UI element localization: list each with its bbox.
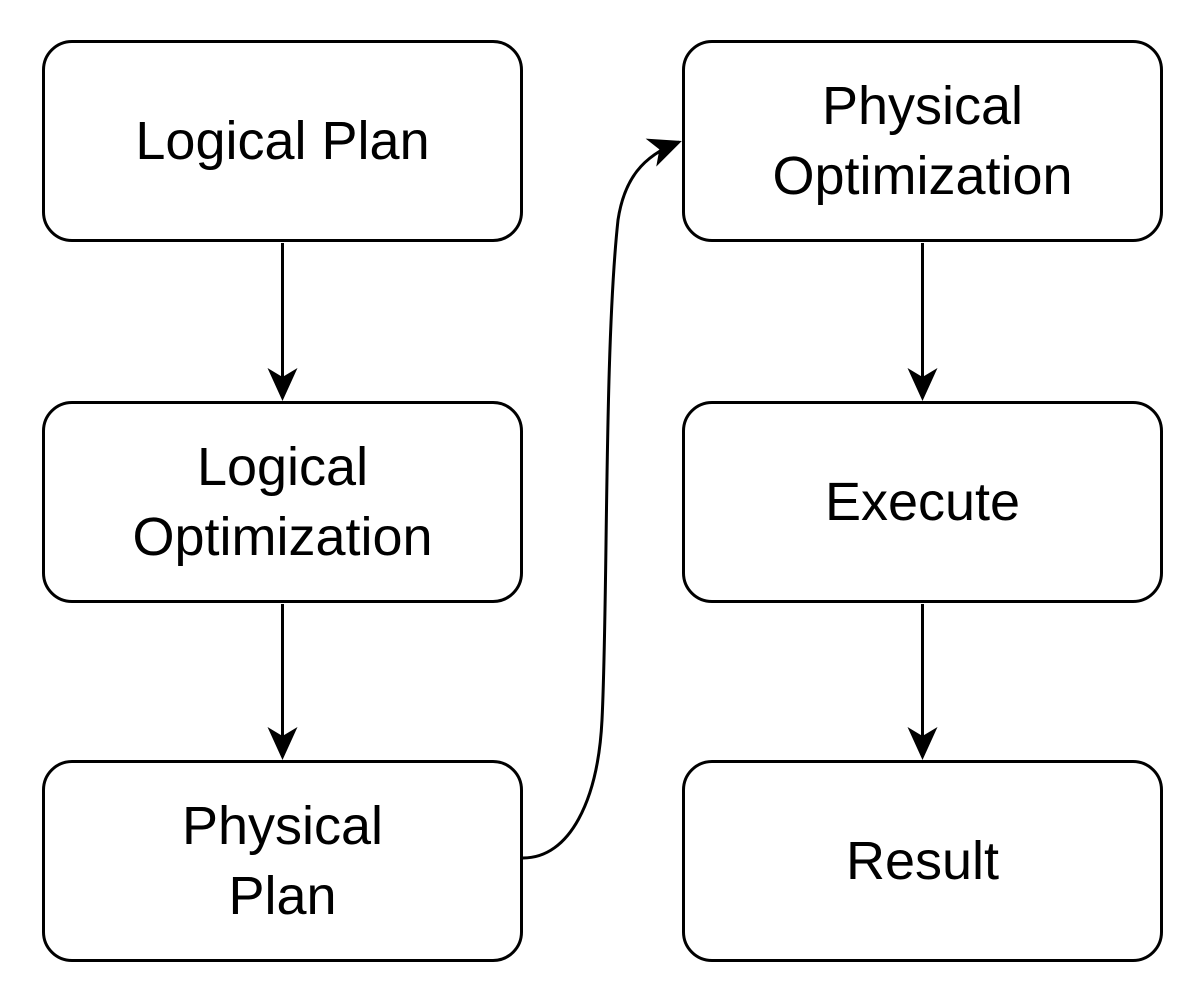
node-result-label: Result xyxy=(845,831,1000,891)
edge-physical-plan-to-physical-optimization xyxy=(522,138,682,860)
node-logical-plan-label: Logical Plan xyxy=(135,111,430,171)
node-logical-optimization: Logical Optimization xyxy=(42,401,523,603)
node-physical-optimization-label: Physical Optimization xyxy=(772,76,1073,206)
node-logical-plan: Logical Plan xyxy=(42,40,523,242)
node-physical-plan: Physical Plan xyxy=(42,760,523,962)
node-result: Result xyxy=(682,760,1163,962)
node-physical-optimization: Physical Optimization xyxy=(682,40,1163,242)
node-execute-label: Execute xyxy=(824,472,1021,532)
node-execute: Execute xyxy=(682,401,1163,603)
node-physical-plan-label: Physical Plan xyxy=(181,796,384,926)
node-logical-optimization-label: Logical Optimization xyxy=(132,437,433,567)
